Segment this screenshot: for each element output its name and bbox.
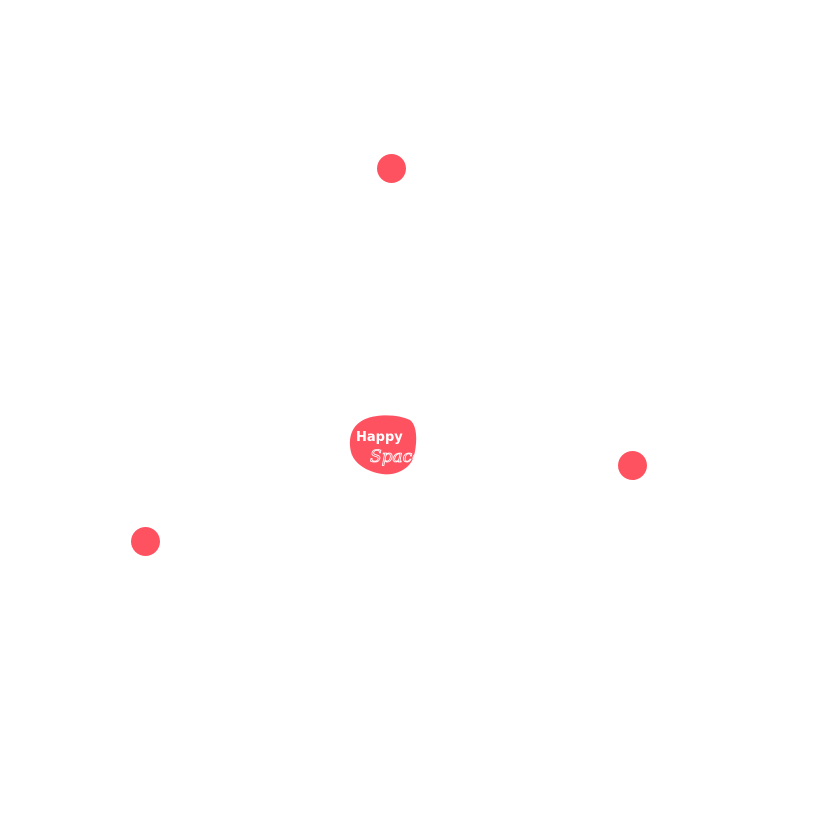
logo-word-space: Space [370,447,418,467]
happy-space-logo[interactable]: Happy Space [348,414,418,476]
logo-word-happy: Happy [356,430,403,445]
marker-dot-left[interactable] [131,527,160,556]
marker-dot-top[interactable] [377,154,406,183]
marker-dot-right[interactable] [618,451,647,480]
logo-blob-icon: Happy Space [349,415,418,475]
